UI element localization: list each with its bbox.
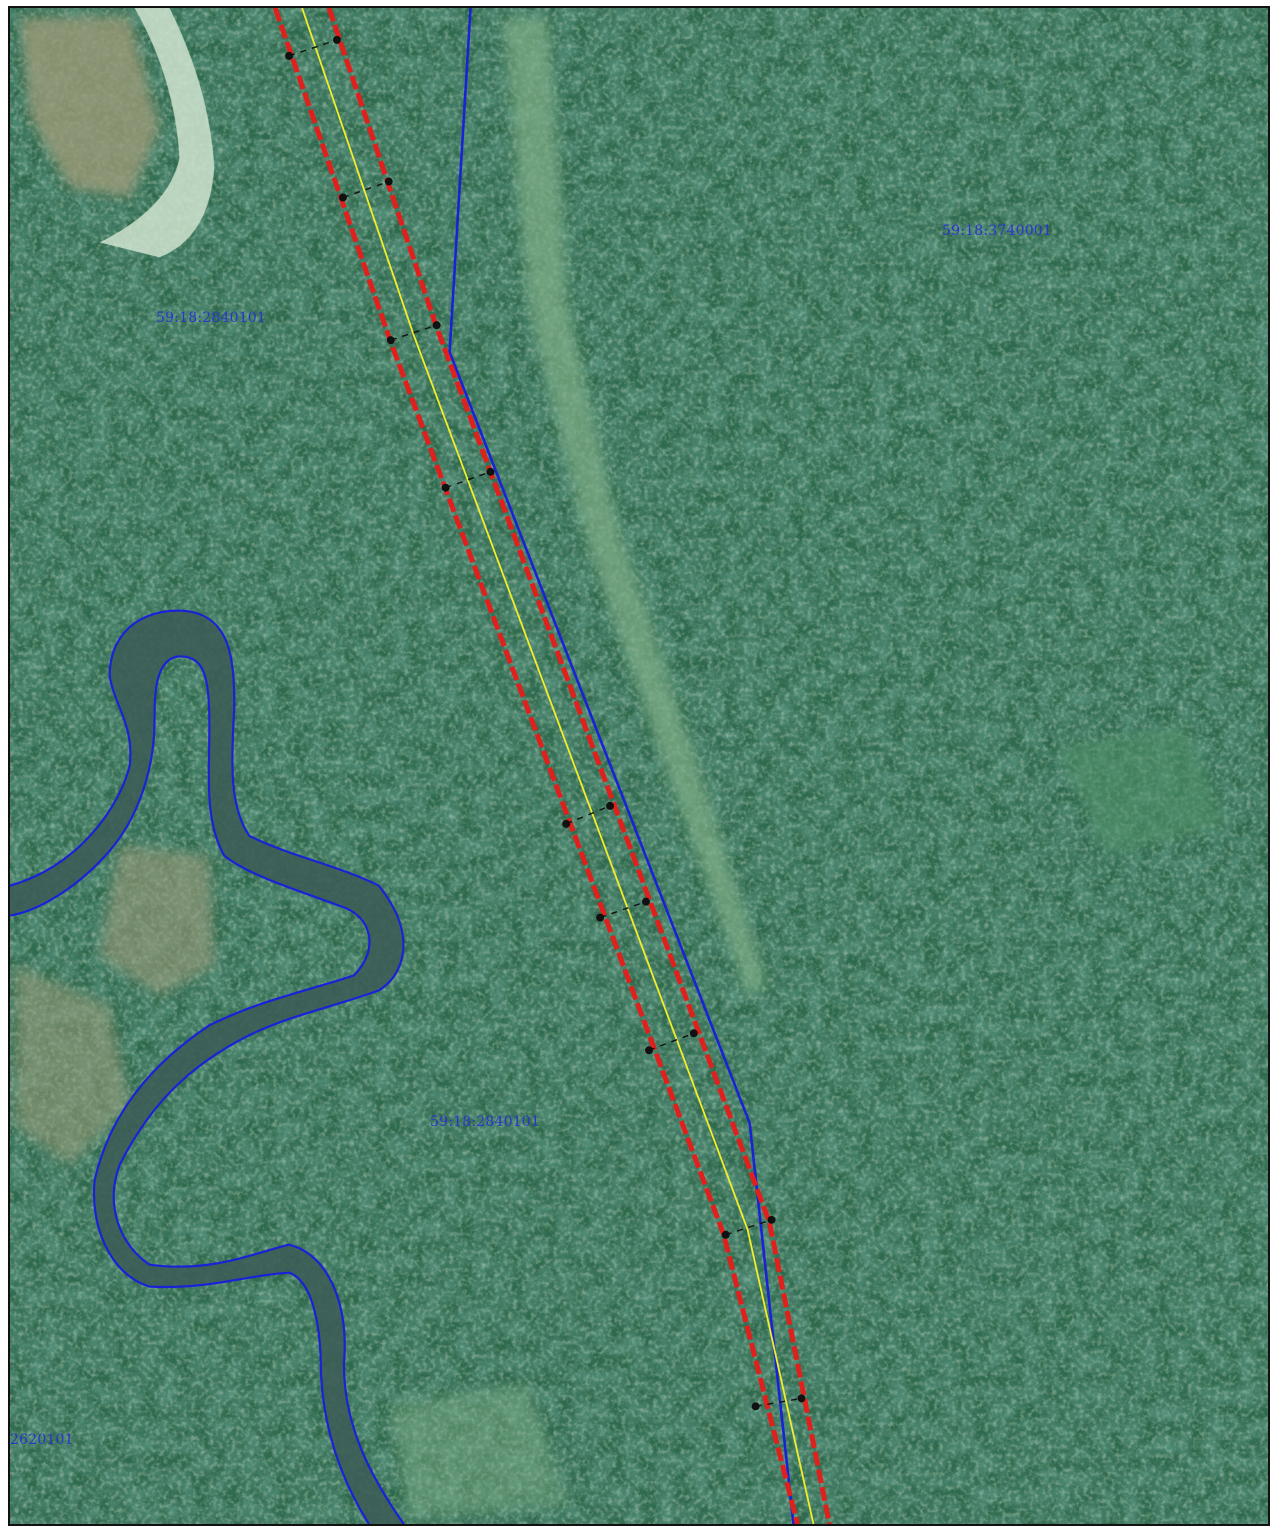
survey-point[interactable]: [606, 801, 615, 810]
survey-point[interactable]: [721, 1230, 730, 1239]
survey-point[interactable]: [285, 51, 294, 60]
survey-point[interactable]: [332, 35, 341, 44]
parcel-boundary[interactable]: [448, 8, 795, 1524]
parcel-label-east: 59:18:3740001: [942, 223, 1053, 239]
corridor-edge-left[interactable]: [272, 8, 800, 1524]
survey-point[interactable]: [562, 819, 571, 828]
survey-tick: [725, 1219, 772, 1236]
survey-point[interactable]: [432, 321, 441, 330]
survey-point[interactable]: [689, 1029, 698, 1038]
survey-tick: [288, 39, 338, 57]
meadow-left: [99, 845, 215, 996]
corridor-centerline[interactable]: [301, 8, 815, 1524]
parcel-label-central: 59:18:2840101: [430, 1114, 541, 1130]
survey-point[interactable]: [386, 336, 395, 345]
survey-tick: [342, 180, 390, 199]
meadow-top-left: [19, 15, 160, 198]
survey-tick: [565, 805, 611, 825]
survey-point[interactable]: [486, 467, 495, 476]
survey-point[interactable]: [751, 1402, 760, 1411]
river-boundary[interactable]: [10, 609, 405, 1524]
survey-point[interactable]: [644, 1046, 653, 1055]
meadow-bottom-left: [14, 965, 130, 1165]
river-bank-inner[interactable]: [10, 655, 371, 1524]
survey-point[interactable]: [384, 177, 393, 186]
survey-point[interactable]: [441, 483, 450, 492]
survey-point[interactable]: [596, 913, 605, 922]
river-water: [10, 610, 404, 1524]
river-bank-outer[interactable]: [10, 609, 405, 1524]
utility-corridor[interactable]: [272, 8, 832, 1524]
corridor-edge-right[interactable]: [326, 8, 832, 1524]
map-frame: 59:18:3740001 59:18:2840101 59:18:284010…: [8, 6, 1270, 1526]
land-cover: [14, 15, 1227, 1520]
survey-markers: [285, 35, 806, 1411]
survey-tick: [599, 900, 647, 919]
aerial-map[interactable]: [10, 8, 1268, 1524]
survey-point[interactable]: [797, 1394, 806, 1403]
survey-tick: [648, 1032, 695, 1051]
survey-tick: [445, 471, 491, 489]
forest-road: [99, 8, 215, 258]
parcel-label-northwest: 59:18:2840101: [156, 310, 267, 326]
clearing-strip: [503, 17, 768, 996]
survey-point[interactable]: [767, 1215, 776, 1224]
parcel-label-southwest: 2620101: [10, 1432, 74, 1448]
light-patch-bottom: [388, 1384, 569, 1520]
survey-tick: [755, 1397, 802, 1407]
survey-tick: [390, 324, 437, 341]
survey-point[interactable]: [641, 897, 650, 906]
survey-point[interactable]: [338, 193, 347, 202]
light-patch-right: [1056, 726, 1227, 856]
